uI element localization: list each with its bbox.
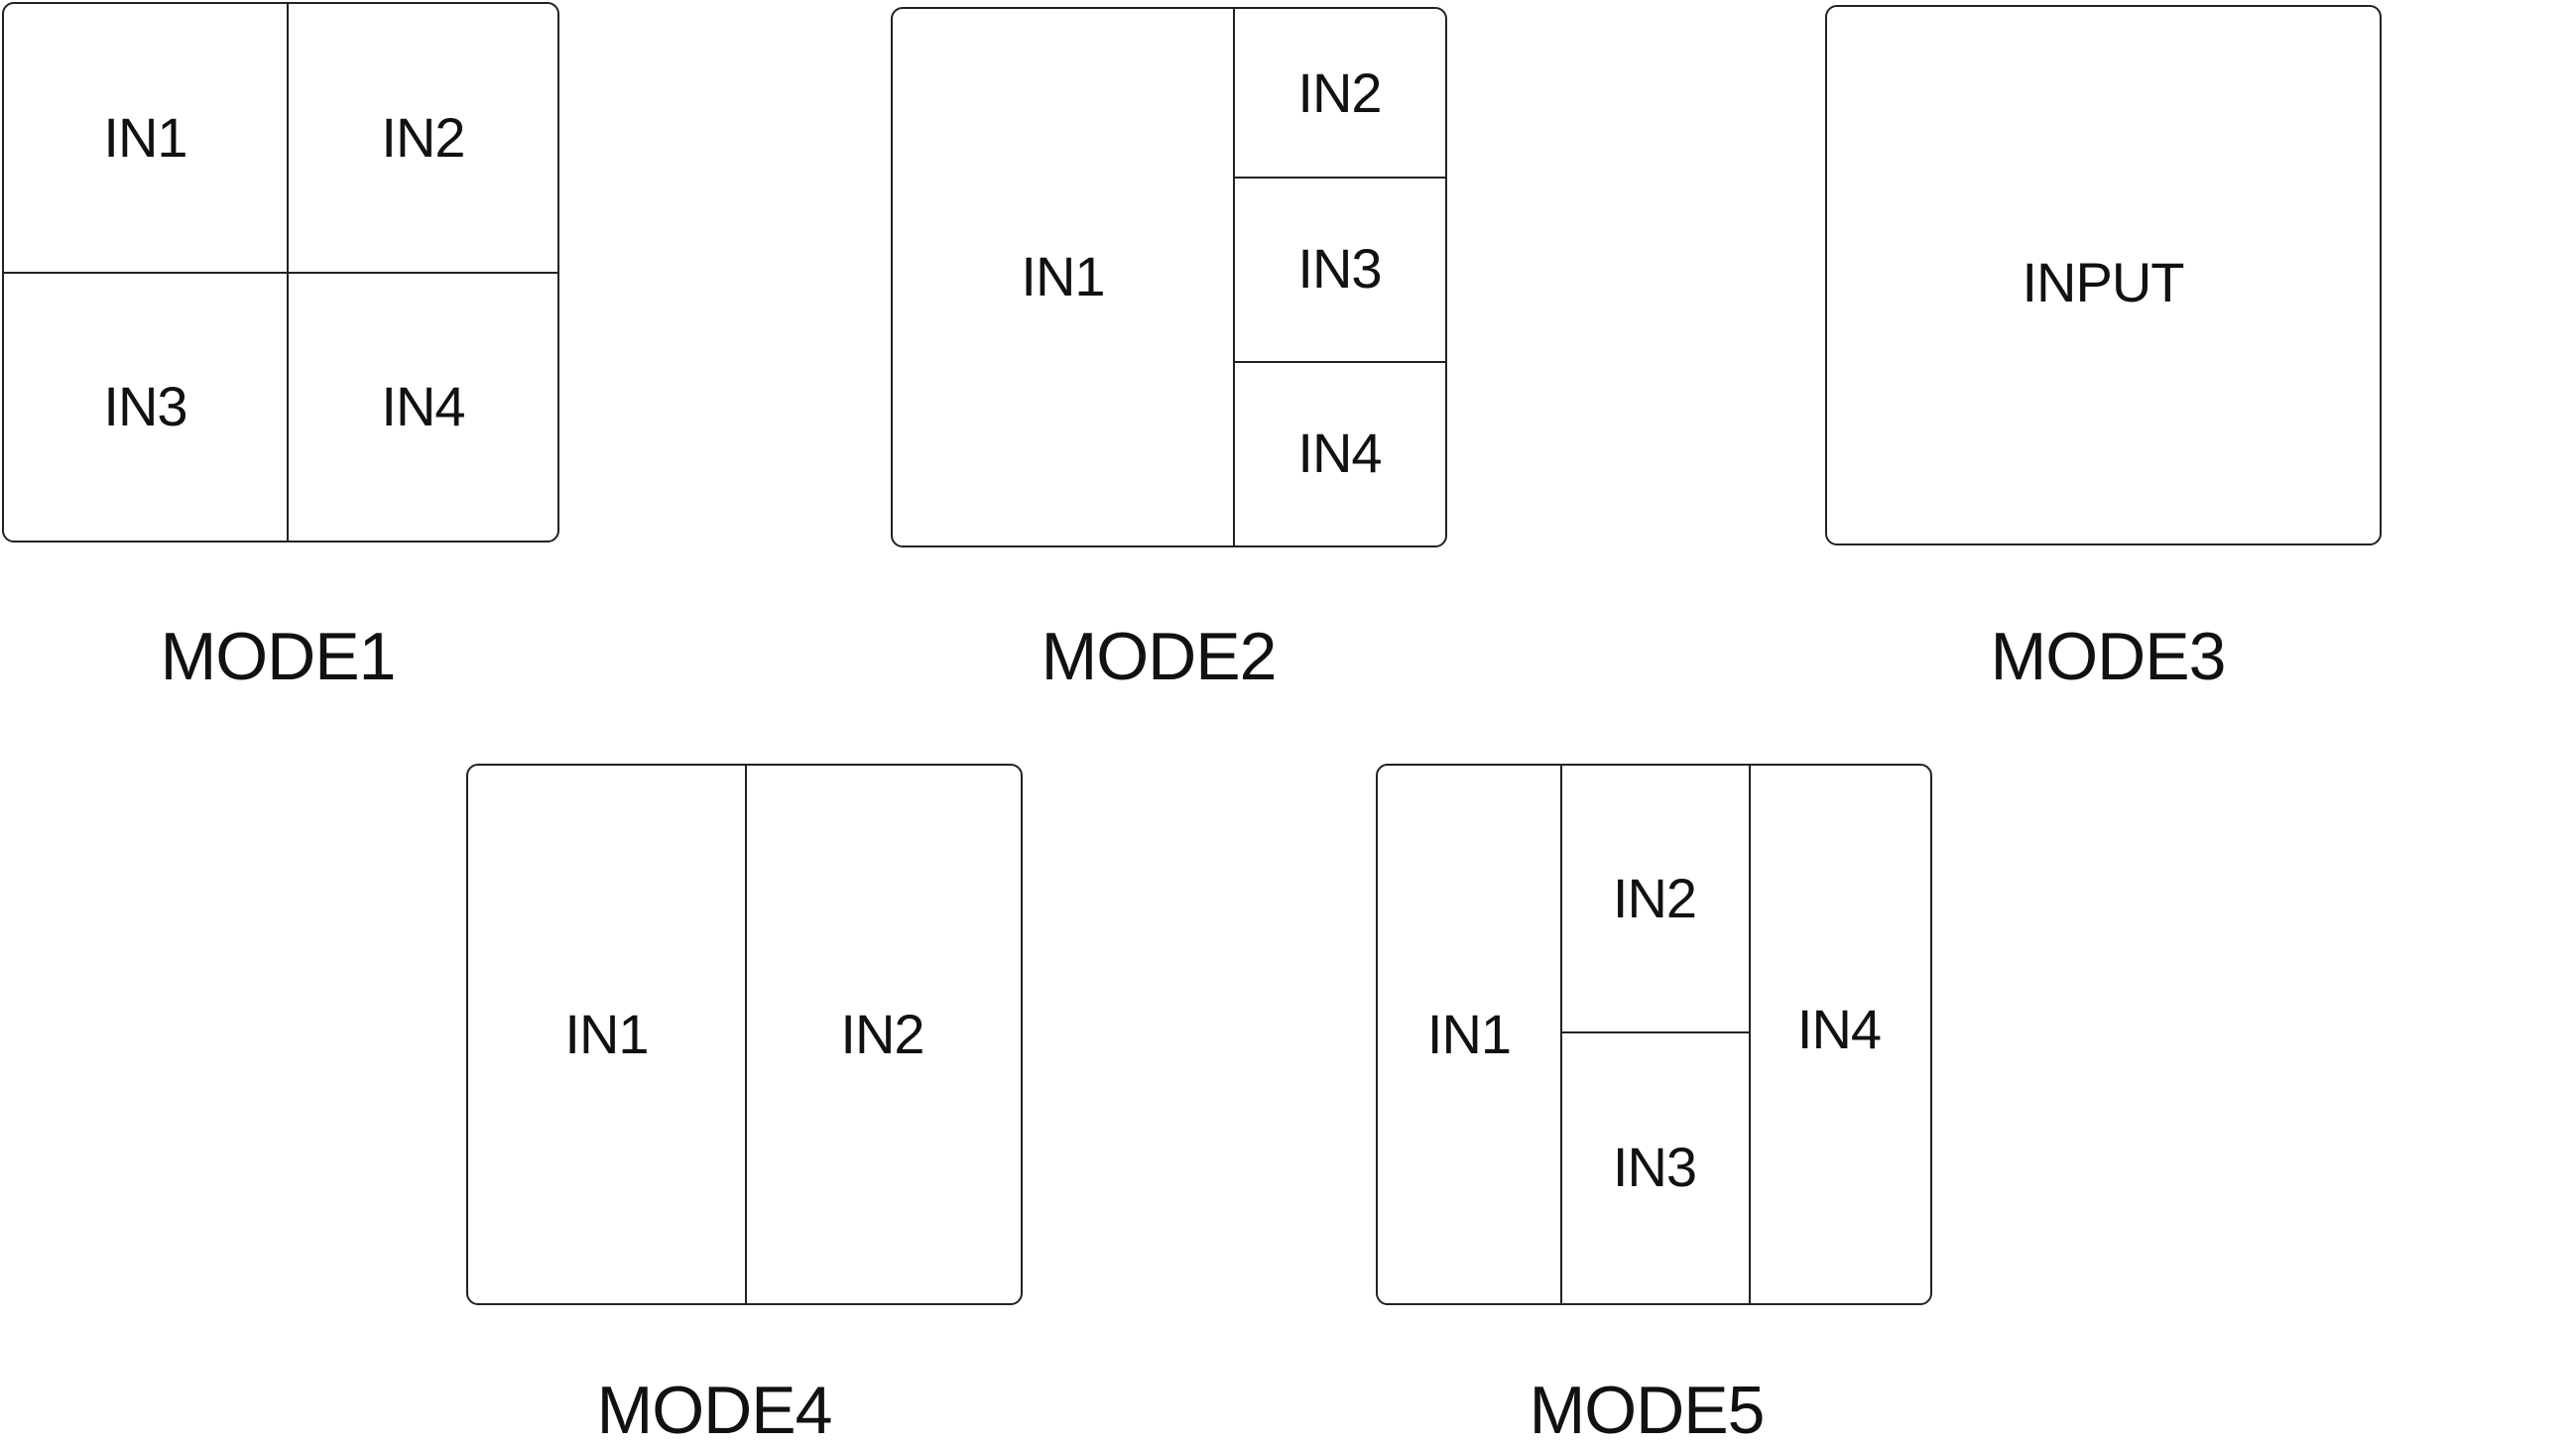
mode2-divider-horizontal-2 [1233,361,1445,363]
mode3-cell-input: INPUT [1827,7,2379,543]
mode5-cell-in2-label: IN2 [1612,867,1697,929]
mode5-cell-in4-label: IN4 [1796,997,1882,1060]
mode1-cell-in2-label: IN2 [381,106,465,169]
mode3-cell-input-label: INPUT [2022,251,2185,313]
mode2-cell-in4: IN4 [1233,361,1445,545]
mode2-label: MODE2 [1041,619,1278,694]
mode5-cell-in3-label: IN3 [1612,1135,1697,1198]
mode4-label: MODE4 [596,1373,833,1448]
mode1-cell-in1-label: IN1 [103,106,187,169]
mode5-cell-in3: IN3 [1560,1031,1749,1302]
mode1-cell-in2: IN2 [287,4,557,272]
mode2-divider-horizontal-1 [1233,177,1445,179]
mode1-label: MODE1 [160,619,397,694]
mode4-cell-in1: IN1 [468,766,745,1302]
mode1-cell-in3-label: IN3 [103,375,187,437]
mode1-cell-in3: IN3 [4,272,287,541]
mode4-cell-in1-label: IN1 [564,1002,649,1065]
mode1-cell-in4: IN4 [287,272,557,541]
mode2-cell-in1: IN1 [893,9,1233,544]
mode1-cell-in4-label: IN4 [381,375,465,437]
mode1-screen: IN1 IN2 IN3 IN4 [2,2,559,543]
mode5-cell-in1: IN1 [1378,766,1560,1302]
mode4-cell-in2-label: IN2 [840,1002,924,1065]
mode2-cell-in4-label: IN4 [1297,422,1382,484]
mode5-divider-vertical-2 [1749,766,1751,1303]
mode2-cell-in1-label: IN1 [1021,245,1105,307]
mode5-cell-in1-label: IN1 [1426,1002,1512,1065]
mode5-cell-in2: IN2 [1560,766,1749,1031]
mode5-cell-in4: IN4 [1749,766,1929,1292]
mode5-screen: IN1 IN2 IN3 IN4 [1376,764,1932,1305]
mode4-screen: IN1 IN2 [466,764,1023,1305]
mode5-divider-vertical-1 [1560,766,1562,1303]
mode5-divider-horizontal [1560,1031,1749,1033]
mode3-label: MODE3 [1990,619,2227,694]
mode2-divider-vertical [1233,9,1235,545]
mode2-cell-in3-label: IN3 [1297,237,1382,300]
mode4-cell-in2: IN2 [745,766,1020,1302]
mode2-cell-in2: IN2 [1233,9,1445,177]
mode4-divider-vertical [745,766,747,1303]
mode3-screen: INPUT [1825,5,2382,545]
mode2-cell-in3: IN3 [1233,177,1445,361]
mode2-screen: IN1 IN2 IN3 IN4 [891,7,1447,547]
mode1-cell-in1: IN1 [4,4,287,272]
mode2-cell-in2-label: IN2 [1297,60,1382,124]
mode5-label: MODE5 [1529,1373,1766,1448]
mode1-divider-horizontal [4,272,557,274]
